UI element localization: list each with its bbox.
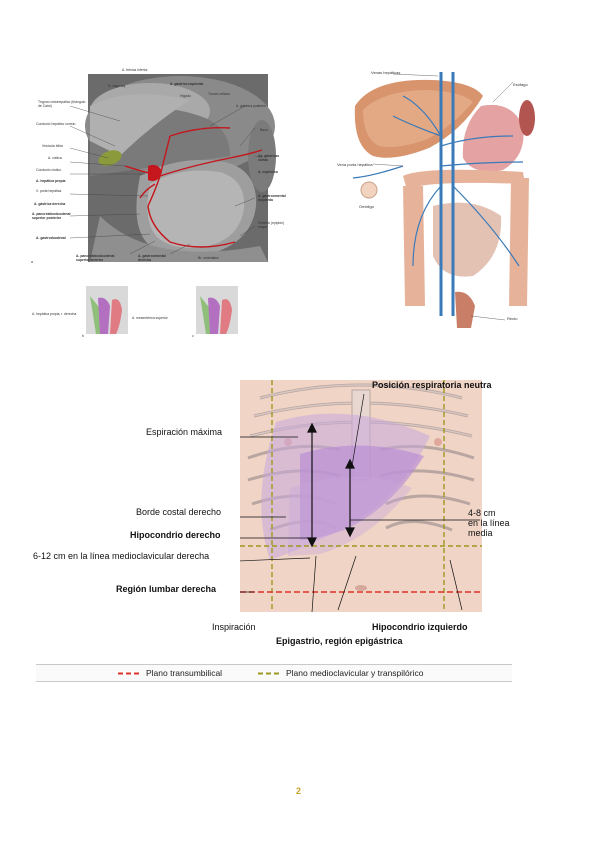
label-esofago: Esófago — [513, 82, 528, 87]
label-gastroomental-izq: A. gastroomental izquierda — [258, 194, 286, 202]
label-hipocondrio-izquierdo: Hipocondrio izquierdo — [372, 622, 468, 632]
panel-letter-a: a — [31, 260, 33, 264]
label-vena-porta: V. porta hepática — [36, 189, 62, 193]
label-venas-hepaticas: Venas hepáticas — [371, 70, 401, 75]
portal-system-illustration — [352, 72, 535, 328]
label-medida-4-8: 4-8 cm — [468, 508, 496, 518]
label-medida-linea: en la línea — [468, 518, 510, 528]
label-bazo: Bazo — [260, 128, 268, 132]
label-conducto-cistico: Conducto cístico — [36, 168, 62, 172]
label-pd-ant: A. pancreaticoduodenal superior anterior — [76, 254, 115, 262]
figure-stomach-arteries: A. frénica inferior N. vago izq. A. gást… — [30, 66, 292, 340]
panel-letter-c: c — [192, 334, 194, 338]
label-espiracion-maxima: Espiración máxima — [146, 427, 223, 437]
label-gastricas-cortas: Aa. gástricas cortas — [258, 154, 280, 162]
label-ombligo: Ombligo — [359, 204, 374, 209]
label-a-cistica: A. cística — [48, 156, 62, 160]
label-vesicula: Vesícula biliar — [42, 144, 63, 148]
label-a-gastrica-post-top: A. gástrica posterior — [236, 104, 267, 108]
label-medida-media: media — [468, 528, 493, 538]
label-pancreaticoduodenal: A. pancreaticoduodenal superior posterio… — [32, 212, 71, 220]
page-number: 2 — [296, 786, 302, 796]
label-vena-porta-hepatica: Vena porta hepática — [337, 162, 373, 167]
torso-illustration — [240, 380, 482, 612]
label-epigastrio: Epigastrio, región epigástrica — [276, 636, 403, 646]
legend-swatch-medioclavicular — [258, 672, 282, 675]
label-borde-costal: Borde costal derecho — [136, 507, 222, 517]
label-posicion-respiratoria: Posición respiratoria neutra — [372, 380, 492, 390]
figure-portal-system: Venas hepáticas Esófago Vena porta hepát… — [333, 66, 559, 328]
label-go-der: A. gastroomental derecha — [138, 254, 166, 262]
label-inspiracion: Inspiración — [212, 622, 256, 632]
label-region-lumbar: Región lumbar derecha — [116, 584, 217, 594]
panel-b-illustration — [86, 286, 128, 334]
legend-transumbilical: Plano transumbilical — [146, 668, 223, 678]
figure-abdominal-regions: Posición respiratoria neutra Espiración … — [33, 380, 510, 680]
label-gastroduodenal: A. gastroduodenal — [36, 236, 66, 240]
label-a-frenica: A. frénica inferior — [122, 68, 148, 72]
label-gastrica-der: A. gástrica derecha — [34, 202, 66, 206]
label-medida-6-12: 6-12 cm en la línea medioclavicular dere… — [33, 551, 210, 561]
legend-swatch-transumbilical — [118, 672, 142, 675]
label-b-2: A. mesentérica superior — [132, 316, 168, 320]
label-omento: Omento (epiplón) mayor — [258, 221, 285, 229]
legend-medioclavicular: Plano medioclavicular y transpilórico — [286, 668, 424, 678]
label-b-1: A. hepática propia, r. derecha — [32, 312, 77, 316]
label-conducto-hepatico: Conducto hepático común — [36, 122, 76, 126]
label-gastrica-izq: A. gástrica izquierda — [170, 82, 204, 86]
label-omental: Br. omentales — [198, 256, 219, 260]
label-trigono: Trígono cistohepático (triángulo de Calo… — [38, 100, 86, 108]
label-recto: Recto — [507, 316, 518, 321]
label-hepatica-propia: A. hepática propia — [36, 179, 66, 183]
label-higado: Hígado — [180, 94, 191, 98]
label-tronco-celiaco: Tronco celíaco — [208, 92, 231, 96]
label-esplenica: A. esplénica — [258, 170, 278, 174]
label-hipocondrio-derecho: Hipocondrio derecho — [130, 530, 221, 540]
figure-legend: Plano transumbilical Plano medioclavicul… — [36, 664, 512, 682]
stomach-arteries-illustration — [69, 74, 276, 262]
panel-letter-b: b — [82, 334, 84, 338]
panel-c-illustration — [196, 286, 238, 334]
label-n-vago: N. vago izq. — [108, 84, 126, 88]
